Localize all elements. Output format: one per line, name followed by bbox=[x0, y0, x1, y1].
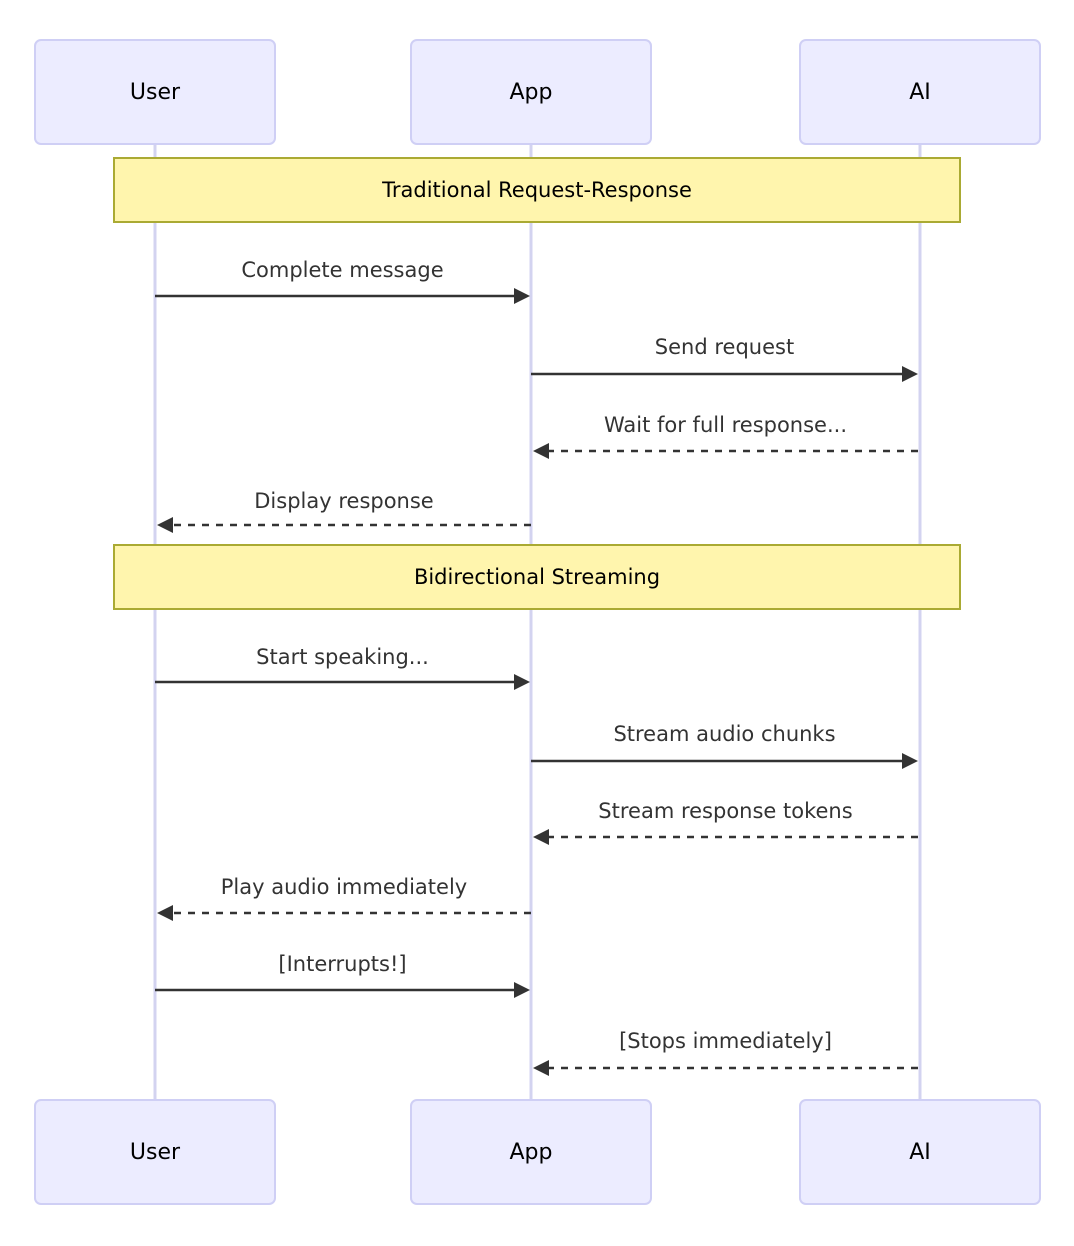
msg-send-request[interactable]: Send request bbox=[531, 335, 918, 382]
note-bidirectional-label: Bidirectional Streaming bbox=[414, 565, 660, 589]
participant-ai-top[interactable]: AI bbox=[799, 39, 1041, 145]
participants-bottom-layer: User App AI bbox=[34, 1099, 1041, 1205]
msg-play-audio-immediately-label: Play audio immediately bbox=[221, 875, 467, 899]
msg-interrupts-arrowhead-icon bbox=[514, 982, 530, 998]
participant-app-bottom[interactable]: App bbox=[410, 1099, 652, 1205]
msg-interrupts-label: [Interrupts!] bbox=[278, 952, 406, 976]
note-traditional-box bbox=[113, 157, 961, 223]
msg-stream-audio-chunks-label: Stream audio chunks bbox=[613, 722, 835, 746]
participant-label-ai-bottom: AI bbox=[909, 1140, 931, 1165]
msg-complete-message-label: Complete message bbox=[241, 258, 443, 282]
participant-app-top[interactable]: App bbox=[410, 39, 652, 145]
msg-start-speaking[interactable]: Start speaking... bbox=[155, 645, 530, 690]
note-traditional[interactable]: Traditional Request-Response bbox=[113, 157, 961, 223]
msg-play-audio-immediately[interactable]: Play audio immediately bbox=[157, 875, 531, 921]
participant-label-app-bottom: App bbox=[510, 1140, 553, 1165]
msg-stream-response-tokens-label: Stream response tokens bbox=[598, 799, 852, 823]
msg-stops-immediately-arrowhead-icon bbox=[533, 1060, 549, 1076]
msg-stops-immediately-label: [Stops immediately] bbox=[619, 1029, 832, 1053]
participant-label-ai-top: AI bbox=[909, 80, 931, 105]
participant-box-app-bottom bbox=[410, 1099, 652, 1205]
notes-layer: Traditional Request-ResponseBidirectiona… bbox=[113, 157, 961, 610]
msg-start-speaking-arrowhead-icon bbox=[514, 674, 530, 690]
participant-box-ai-top bbox=[799, 39, 1041, 145]
participant-label-user-bottom: User bbox=[130, 1140, 181, 1165]
participant-box-app-top bbox=[410, 39, 652, 145]
msg-stream-audio-chunks-arrowhead-icon bbox=[902, 753, 918, 769]
msg-stream-audio-chunks[interactable]: Stream audio chunks bbox=[531, 722, 918, 769]
participant-user-bottom[interactable]: User bbox=[34, 1099, 276, 1205]
msg-wait-for-full-response[interactable]: Wait for full response... bbox=[533, 413, 918, 459]
msg-wait-for-full-response-arrowhead-icon bbox=[533, 443, 549, 459]
msg-complete-message-arrowhead-icon bbox=[514, 288, 530, 304]
msg-display-response-arrowhead-icon bbox=[157, 517, 173, 533]
participant-box-user-bottom bbox=[34, 1099, 276, 1205]
msg-stream-response-tokens[interactable]: Stream response tokens bbox=[533, 799, 918, 845]
msg-send-request-label: Send request bbox=[655, 335, 794, 359]
participant-box-user-top bbox=[34, 39, 276, 145]
note-bidirectional[interactable]: Bidirectional Streaming bbox=[113, 544, 961, 610]
msg-display-response-label: Display response bbox=[254, 489, 433, 513]
msg-stream-response-tokens-arrowhead-icon bbox=[533, 829, 549, 845]
note-traditional-label: Traditional Request-Response bbox=[381, 178, 692, 202]
note-bidirectional-box bbox=[113, 544, 961, 610]
participant-label-app-top: App bbox=[510, 80, 553, 105]
participant-box-ai-bottom bbox=[799, 1099, 1041, 1205]
msg-start-speaking-label: Start speaking... bbox=[256, 645, 429, 669]
msg-play-audio-immediately-arrowhead-icon bbox=[157, 905, 173, 921]
lifelines-layer bbox=[153, 144, 922, 1100]
participant-label-user-top: User bbox=[130, 80, 181, 105]
participants-top-layer: User App AI bbox=[34, 39, 1041, 145]
participant-user-top[interactable]: User bbox=[34, 39, 276, 145]
msg-display-response[interactable]: Display response bbox=[157, 489, 531, 533]
msg-interrupts[interactable]: [Interrupts!] bbox=[155, 952, 530, 998]
msg-stops-immediately[interactable]: [Stops immediately] bbox=[533, 1029, 918, 1076]
msg-wait-for-full-response-label: Wait for full response... bbox=[604, 413, 847, 437]
msg-send-request-arrowhead-icon bbox=[902, 366, 918, 382]
msg-complete-message[interactable]: Complete message bbox=[155, 258, 530, 304]
participant-ai-bottom[interactable]: AI bbox=[799, 1099, 1041, 1205]
